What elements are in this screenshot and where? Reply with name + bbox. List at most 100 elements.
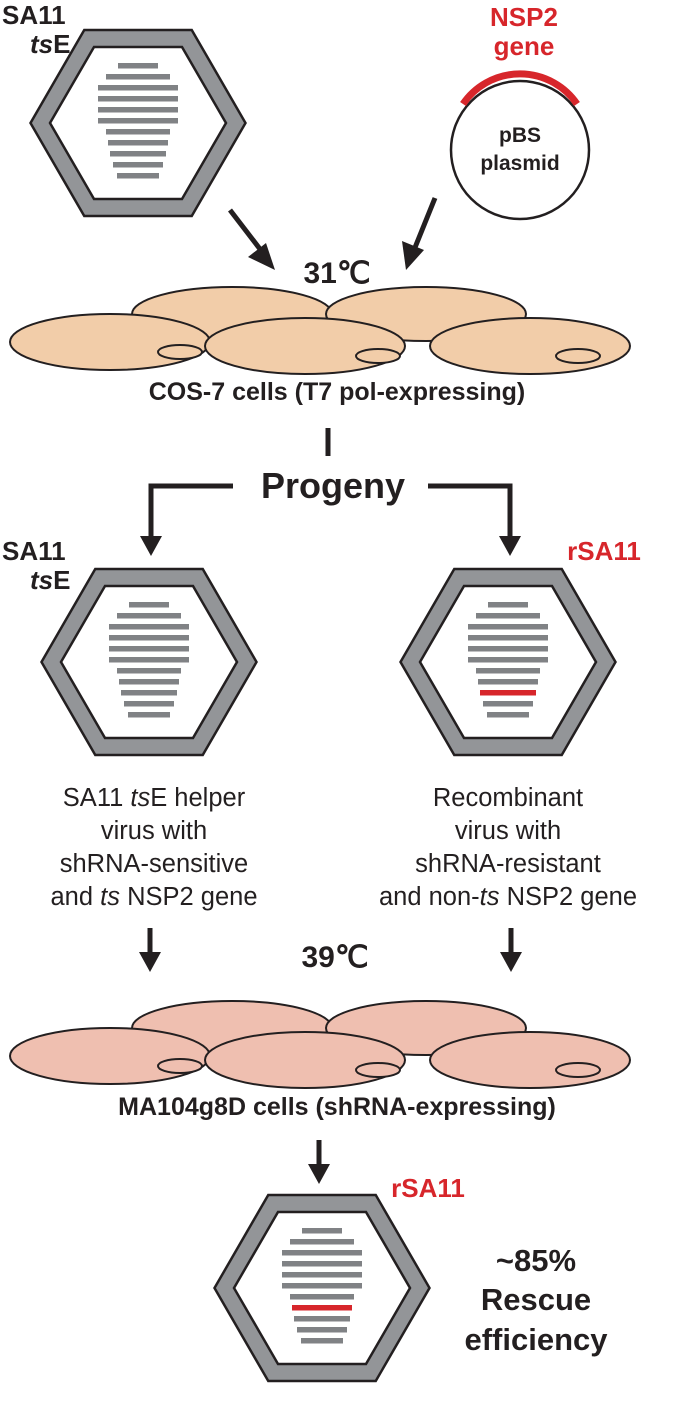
genome-segment [302,1228,342,1234]
helper-desc-line2: virus with [101,817,207,845]
genome-segment [124,701,174,707]
cell-nucleus [555,1062,601,1078]
plasmid-circle [449,79,591,221]
helper-desc-line4: and ts NSP2 gene [51,883,258,911]
nsp2-gene-insert [460,70,580,107]
genome-segment [282,1272,362,1278]
genome-segment [118,63,158,69]
genome-segment [98,96,178,102]
temperature-39: 39℃ [301,941,368,974]
rescue-percent: ~85% [496,1243,576,1278]
genome-segment [109,635,189,641]
genome-segment [121,690,177,696]
ma104-cells-label: MA104g8D cells (shRNA-expressing) [118,1093,556,1121]
helper-virus-progeny-label-line1: SA11 [2,536,66,566]
genome-segment [487,712,529,718]
arrow-helper-to-ma104 [139,928,161,972]
cell [429,1031,631,1089]
rsa11-rescued-label: rSA11 [391,1173,465,1203]
helper-virus-progeny-label-line2: tsE [30,565,70,595]
recombinant-desc-line2: virus with [455,817,561,845]
cell-nucleus [157,1058,203,1074]
genome-segment [113,162,163,168]
genome-segment [290,1239,354,1245]
recombinant-virus-progeny [399,567,617,757]
rescue-label-line2: Rescue [481,1282,591,1317]
rescued-recombinant-virus [213,1193,431,1383]
cell-nucleus [355,348,401,364]
genome-segment [98,118,178,124]
genome-segment [117,173,159,179]
genome-segment [110,151,166,157]
helper-virus-top [29,28,247,218]
helper-desc-line1: SA11 tsE helper [63,784,246,812]
genome-segment [109,624,189,630]
genome-segment [282,1250,362,1256]
cell-nucleus [555,348,601,364]
nsp2-gene-segment [480,690,536,696]
genome-segment [476,613,540,619]
genome-segment [294,1316,350,1322]
genome-segment [109,657,189,663]
genome-segment [282,1283,362,1289]
genome-segment [468,624,548,630]
genome-segment [282,1261,362,1267]
genome-segment [117,613,181,619]
nsp2-gene-label-line2: gene [494,31,555,61]
recombinant-desc-line1: Recombinant [433,784,583,812]
plasmid-label-line2: plasmid [480,152,559,175]
progeny-label: Progeny [261,465,405,506]
genome-segment [290,1294,354,1300]
genome-segment [301,1338,343,1344]
genome-segment [108,140,168,146]
helper-virus-label-line1: SA11 [2,0,66,30]
cos7-cell-layer [9,286,631,375]
genome-segment [476,668,540,674]
pbs-plasmid: pBS plasmid [449,70,591,221]
genome-segment [468,657,548,663]
genome-segment [106,74,170,80]
rescue-label-line3: efficiency [464,1322,608,1357]
arrow-virus-to-cos7 [228,208,275,270]
helper-virus-description: SA11 tsE helper virus with shRNA-sensiti… [51,784,258,911]
genome-segment [129,602,169,608]
plasmid-label-line1: pBS [499,124,541,147]
genome-segment [488,602,528,608]
helper-virus-label-line2: tsE [30,29,70,59]
arrow-to-rescued-virus [308,1140,330,1184]
cell [429,317,631,375]
cell [9,313,211,371]
cell-nucleus [157,344,203,360]
genome-segment [478,679,538,685]
nsp2-gene-label-line1: NSP2 [490,2,558,32]
genome-segment [106,129,170,135]
cell [204,1031,406,1089]
helper-desc-line3: shRNA-sensitive [60,850,248,878]
helper-virus-progeny [40,567,258,757]
genome-segment [468,646,548,652]
genome-segment [483,701,533,707]
temperature-31: 31℃ [303,257,370,290]
genome-segment [109,646,189,652]
genome-segment [98,107,178,113]
rsa11-progeny-label: rSA11 [567,536,641,566]
nsp2-gene-segment [292,1305,352,1311]
cell-nucleus [355,1062,401,1078]
cell [9,1027,211,1085]
genome-segment [98,85,178,91]
genome-segment [117,668,181,674]
ma104-cell-layer [9,1000,631,1089]
cell [204,317,406,375]
genome-segment [119,679,179,685]
arrow-plasmid-to-cos7 [402,197,438,270]
progeny-branch-connector [140,428,521,556]
genome-segment [468,635,548,641]
cos7-cells-label: COS-7 cells (T7 pol-expressing) [149,378,526,406]
recombinant-desc-line3: shRNA-resistant [415,850,601,878]
recombinant-desc-line4: and non-ts NSP2 gene [379,883,637,911]
genome-segment [128,712,170,718]
genome-segment [297,1327,347,1333]
arrow-recombinant-to-ma104 [500,928,522,972]
recombinant-virus-description: Recombinant virus with shRNA-resistant a… [379,784,637,911]
